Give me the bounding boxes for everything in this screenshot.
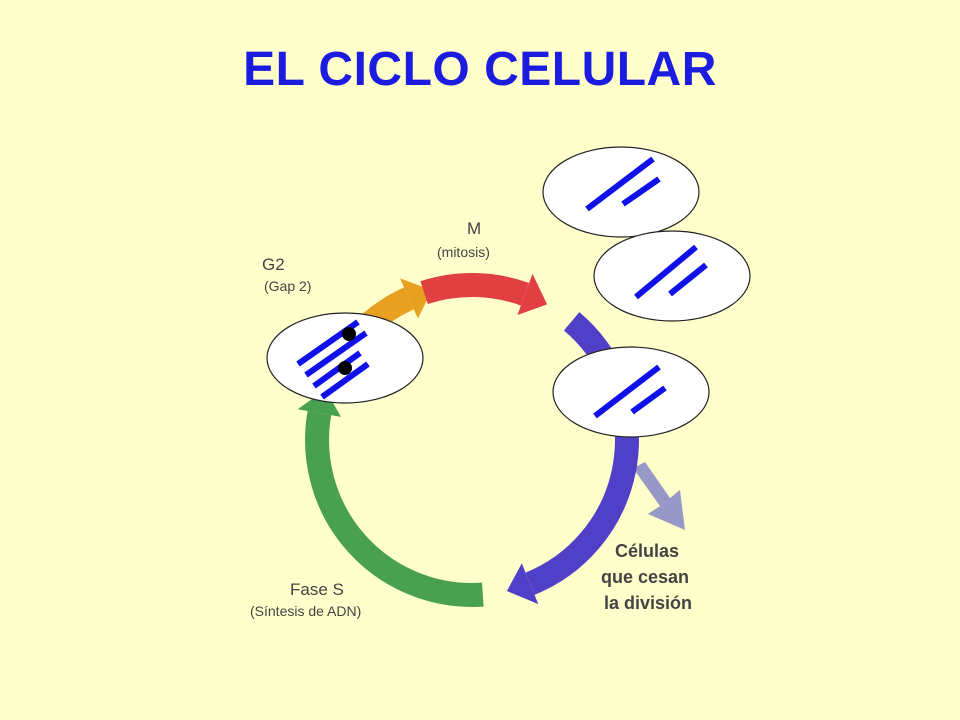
cell-membrane [542,146,700,238]
m-label: M [467,219,481,238]
s-phase-sublabel: (Síntesis de ADN) [250,603,361,619]
slide-title: EL CICLO CELULAR [243,43,717,96]
s-phase-arc [305,411,484,607]
centromere [338,361,352,375]
chromatid [312,350,362,389]
chromosome [634,244,698,300]
daughter-cell-top [542,146,700,238]
g2-label: G2 [262,255,285,274]
exit-label-line3: la división [604,593,692,613]
chromosome [585,156,655,212]
cell-g2 [266,312,424,404]
chromosome [621,176,661,207]
g2-sublabel: (Gap 2) [264,278,311,294]
chromosome [593,364,661,419]
m-phase-arrowhead [517,273,548,315]
s-phase-arrowhead [297,389,341,417]
daughter-cell-middle [593,230,751,322]
chromatid [304,330,368,378]
exit-label-line2: que cesan [601,567,689,587]
exit-label-line1: Células [615,541,679,561]
exit-arrow [633,462,685,530]
cell-membrane [266,312,424,404]
chromosome [668,262,708,297]
daughter-cell-bottom [552,346,710,438]
chromosome [630,385,667,415]
m-sublabel: (mitosis) [437,244,490,260]
s-phase-label: Fase S [290,580,344,599]
centromere [342,327,356,341]
cell-membrane [593,230,751,322]
chromatid [320,361,370,400]
m-phase-arc [420,273,530,306]
g1-arrowhead [506,563,539,605]
